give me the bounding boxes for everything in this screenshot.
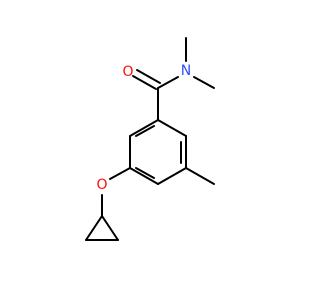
ring-bond-c6-c1 xyxy=(129,119,159,137)
bond-nitrogen-to-methyl-right xyxy=(193,76,215,89)
cyclopropyl-bond-1 xyxy=(85,215,103,241)
ether-oxygen-label: O xyxy=(96,177,107,193)
bond-carbonyl-double-b xyxy=(136,69,161,84)
atom-amide-nitrogen: N xyxy=(181,63,191,79)
bond-ring-to-methyl xyxy=(185,167,215,185)
benzene-ring xyxy=(129,119,187,185)
atom-carbonyl-oxygen: O xyxy=(122,64,133,80)
bond-carbonyl-double-a xyxy=(132,75,157,90)
cyclopropyl-ring xyxy=(85,215,119,241)
cyclopropyl-bond-3 xyxy=(101,215,119,241)
ring-bond-c1-c2 xyxy=(157,119,187,137)
ring-bond-c3-c4 xyxy=(157,167,187,185)
bond-ring-to-ether-oxygen xyxy=(109,167,131,180)
bond-carbonyl-to-nitrogen xyxy=(157,76,179,89)
ring-double-bond-inner-3 xyxy=(135,125,155,137)
ring-bond-c4-c5 xyxy=(129,167,159,185)
amide-nitrogen-label: N xyxy=(181,63,191,79)
ring-double-bond-inner-2 xyxy=(135,167,155,179)
carbonyl-oxygen-label: O xyxy=(122,64,133,80)
atom-ether-oxygen: O xyxy=(96,177,107,193)
chemical-structure-diagram: O N O xyxy=(85,37,215,241)
